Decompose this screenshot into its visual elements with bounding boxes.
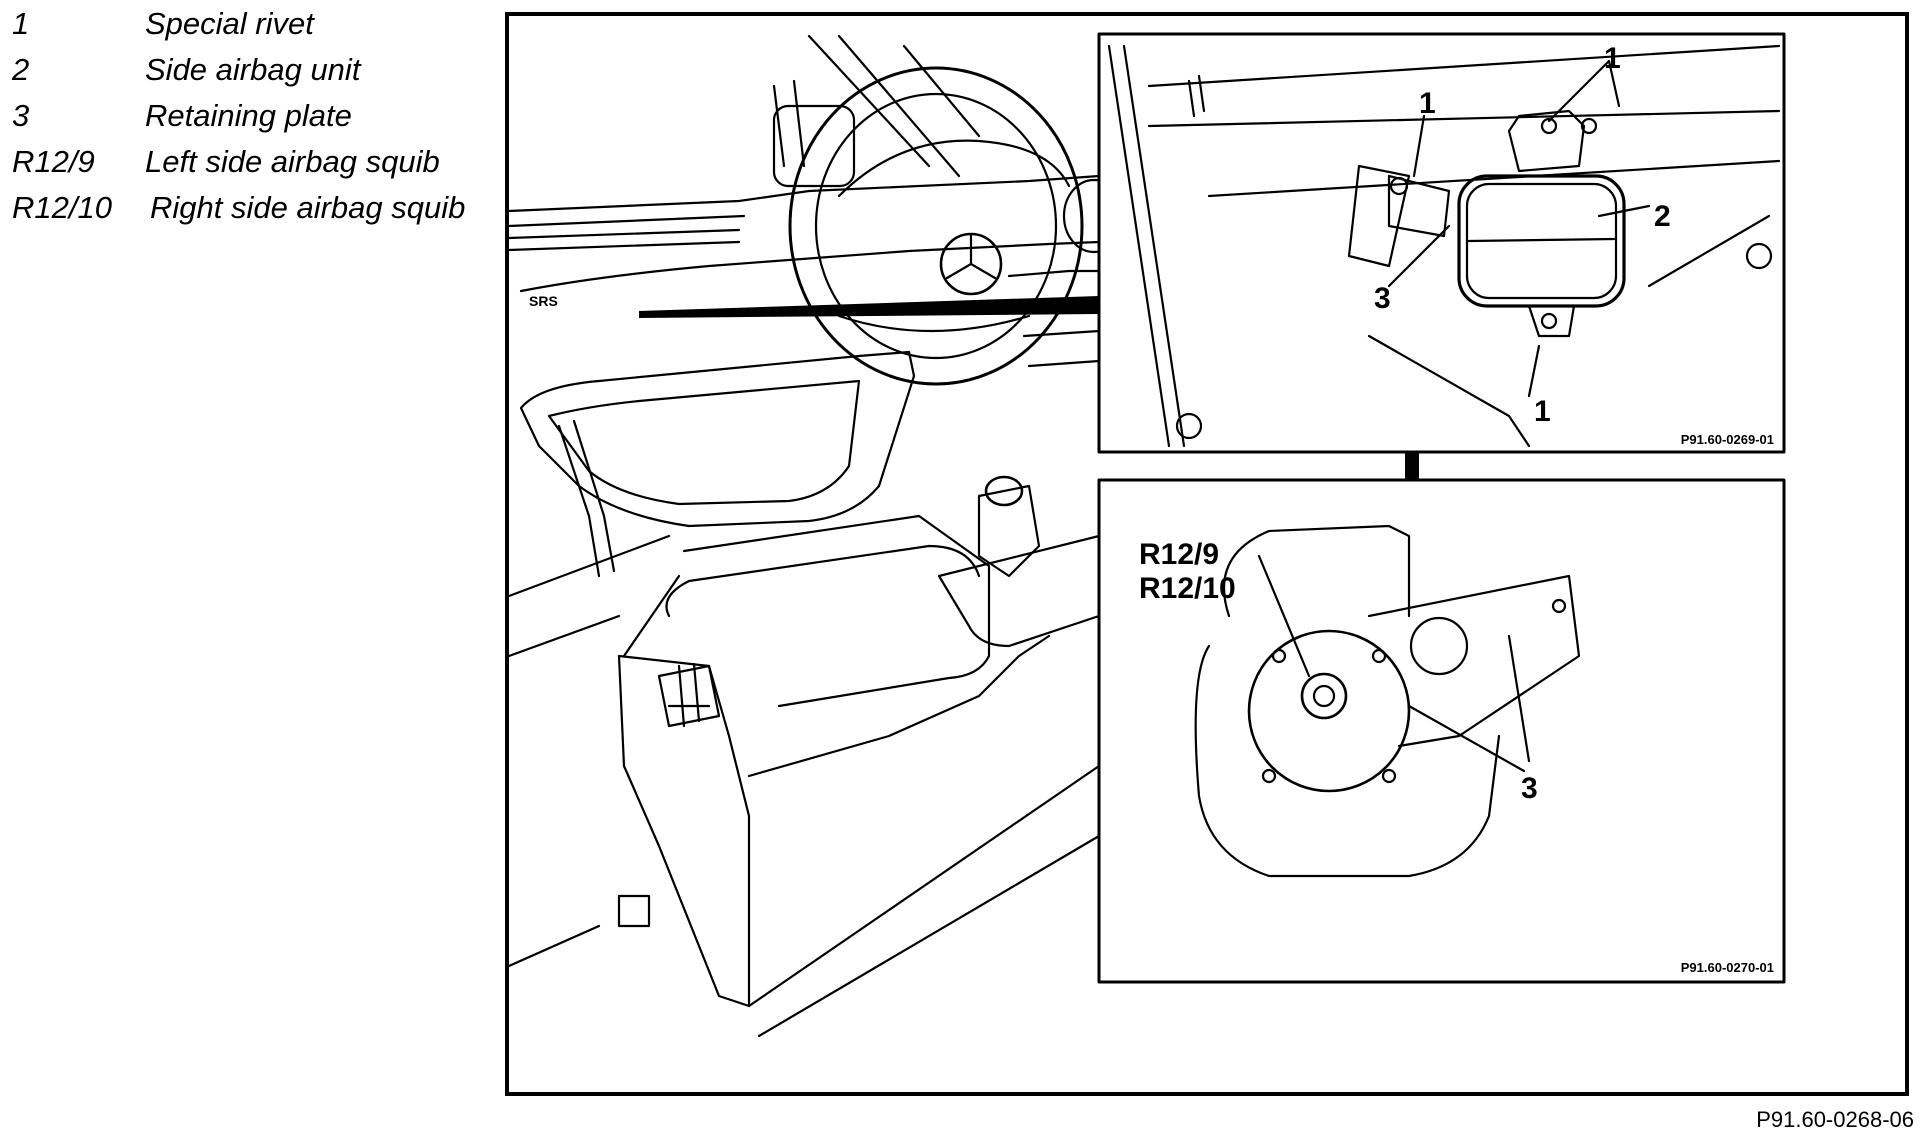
pillar-trim xyxy=(772,79,806,168)
door-frame-edge xyxy=(1107,44,1186,448)
leader-line xyxy=(1547,59,1621,123)
retaining-plate xyxy=(1367,574,1581,748)
legend-code: 2 xyxy=(12,52,30,87)
airbag-unit-inner xyxy=(1465,182,1618,300)
door-cutout xyxy=(1347,164,1411,268)
airbag-top-bracket xyxy=(1507,109,1586,173)
callout-1-bottom: 1 xyxy=(1534,395,1551,428)
a-pillar-lines xyxy=(807,34,981,178)
legend-code: 1 xyxy=(12,6,30,41)
legend-code: R12/9 xyxy=(12,144,95,179)
leader-line xyxy=(1407,634,1531,773)
callout-3: 3 xyxy=(1374,282,1391,315)
legend-description: Left side airbag squib xyxy=(145,144,440,179)
legend-description: Special rivet xyxy=(145,6,314,41)
legend-code: R12/10 xyxy=(12,190,112,225)
steering-wheel-inner xyxy=(814,92,1058,360)
door-panel-inner xyxy=(547,379,861,506)
squib-center xyxy=(1312,684,1336,708)
car-interior-drawing: SRS 1 1 1 xyxy=(509,32,1786,1038)
figure-code: P91.60-0268-06 xyxy=(1756,1107,1914,1132)
emblem-star xyxy=(945,234,997,280)
door-brace-lines xyxy=(1367,214,1771,448)
steering-wheel xyxy=(788,66,1084,386)
callout-1-top: 1 xyxy=(1604,42,1621,75)
center-stack xyxy=(1007,269,1101,368)
squib-label-r12-9: R12/9 xyxy=(1139,538,1219,571)
leader-line xyxy=(1597,204,1651,218)
squib-label-r12-10: R12/10 xyxy=(1139,572,1236,605)
leader-line xyxy=(1257,554,1311,678)
squib-connector xyxy=(1300,672,1348,720)
armrest-top xyxy=(665,544,981,618)
legend-description: Retaining plate xyxy=(145,98,352,133)
leader-line xyxy=(1412,114,1426,178)
brand-emblem xyxy=(939,232,1003,296)
rivet xyxy=(1580,117,1598,135)
console-rear xyxy=(617,574,751,1008)
inset-connector xyxy=(1405,452,1419,480)
detail-top-figure-code: P91.60-0269-01 xyxy=(1681,432,1774,447)
console-latch xyxy=(617,894,651,928)
wheel-hub-bottom xyxy=(837,314,1031,333)
console-floor xyxy=(747,714,1101,1008)
rivet xyxy=(1540,117,1558,135)
leader-line xyxy=(1387,224,1451,288)
airbag-unit-outline xyxy=(1457,174,1626,308)
illustration-frame: SRS 1 1 1 xyxy=(505,12,1909,1096)
squib-housing xyxy=(1194,644,1501,878)
legend-description: Right side airbag squib xyxy=(150,190,466,225)
armrest xyxy=(682,514,991,708)
pointer-beam xyxy=(639,296,1099,318)
plate-hole xyxy=(1409,616,1469,676)
srs-label: SRS xyxy=(529,293,558,309)
mount-bolt xyxy=(1261,768,1277,784)
mount-bolt xyxy=(1551,598,1567,614)
mount-bolt xyxy=(1271,648,1287,664)
detail-bottom-figure-code: P91.60-0270-01 xyxy=(1681,960,1774,975)
console-side xyxy=(747,634,1051,778)
gear-knob xyxy=(984,475,1024,507)
mirror-shape xyxy=(772,104,856,188)
leader-line xyxy=(1527,344,1541,398)
callout-2: 2 xyxy=(1654,200,1671,233)
squib-bracket-top xyxy=(1222,524,1411,618)
callout-1-left: 1 xyxy=(1419,87,1436,120)
retaining-plate-part xyxy=(1387,174,1451,238)
airbag-bottom-bracket xyxy=(1527,304,1576,338)
dashboard-lines xyxy=(509,174,1101,252)
door-hole xyxy=(1745,242,1773,270)
door-panel xyxy=(519,350,916,528)
legend-code: 3 xyxy=(12,98,30,133)
legend-description: Side airbag unit xyxy=(145,52,361,87)
door-pin xyxy=(1187,74,1206,118)
rivet xyxy=(1389,176,1409,196)
squib-disc xyxy=(1247,629,1411,793)
wheel-hub-top xyxy=(837,139,1071,198)
rear-vent xyxy=(657,662,721,728)
floor-lines xyxy=(509,534,1101,1038)
callout-3-bottom: 3 xyxy=(1521,772,1538,805)
mount-bolt xyxy=(1371,648,1387,664)
rivet xyxy=(1540,312,1558,330)
door-edge xyxy=(557,419,616,578)
detail-top-frame xyxy=(1097,32,1786,454)
airbag-seam xyxy=(1467,237,1616,243)
detail-bottom-frame xyxy=(1097,478,1786,984)
detail-top: 1 1 1 2 3 P91.60-0269-01 xyxy=(1097,32,1786,454)
detail-bottom: R12/9 R12/10 3 P91.60-0270-01 xyxy=(1097,478,1786,984)
mount-bolt xyxy=(1381,768,1397,784)
door-hole xyxy=(1175,412,1203,440)
gear-panel xyxy=(937,534,1101,648)
dash-edge xyxy=(519,240,1101,293)
door-structure-lines xyxy=(1147,44,1781,198)
